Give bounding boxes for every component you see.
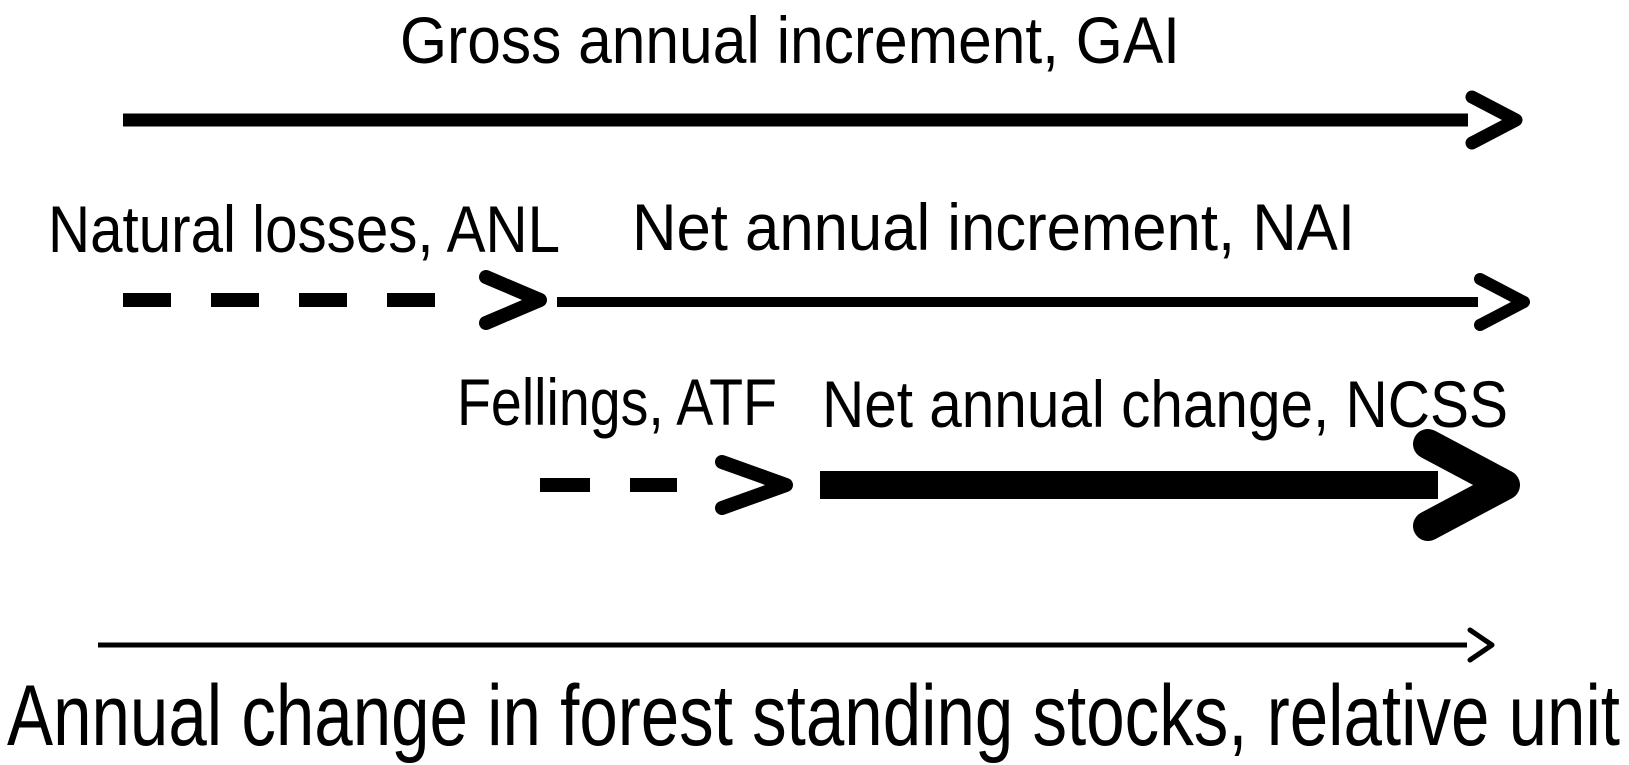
nai-label: Net annual increment, NAI bbox=[632, 190, 1355, 264]
ncss-arrowhead bbox=[1413, 429, 1520, 541]
atf-label: Fellings, ATF bbox=[457, 365, 777, 439]
axis-arrowhead bbox=[1467, 627, 1495, 663]
gai-arrowhead bbox=[1465, 90, 1523, 150]
anl-label: Natural losses, ANL bbox=[48, 192, 560, 266]
anl-arrowhead bbox=[479, 270, 547, 330]
axis-arrow bbox=[98, 627, 1495, 663]
atf-arrowhead bbox=[715, 455, 793, 515]
anl-arrow-dashed bbox=[123, 270, 547, 330]
ncss-arrow-thick bbox=[820, 429, 1520, 541]
axis-label: Annual change in forest standing stocks,… bbox=[7, 668, 1620, 764]
gai-arrow bbox=[123, 90, 1523, 150]
nai-arrowhead bbox=[1474, 273, 1530, 331]
ncss-label: Net annual change, NCSS bbox=[822, 367, 1508, 441]
gai-label: Gross annual increment, GAI bbox=[400, 3, 1180, 77]
nai-arrow bbox=[557, 273, 1530, 331]
atf-arrow-dashed bbox=[540, 455, 793, 515]
